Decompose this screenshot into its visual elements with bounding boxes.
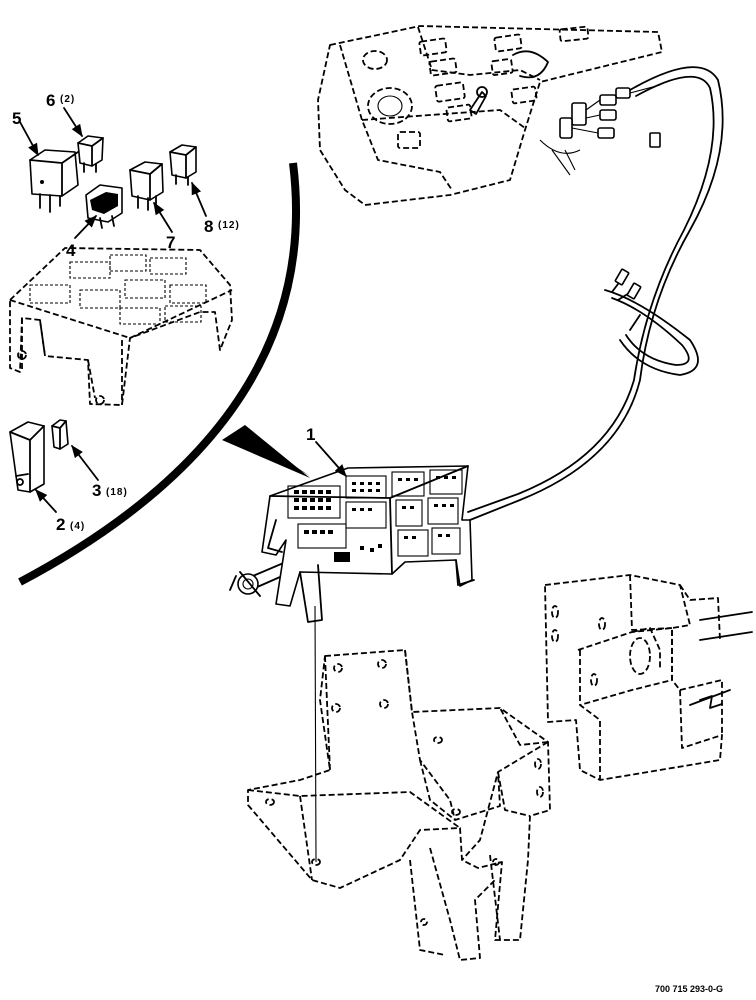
document-number: 700 715 293-0-G	[655, 984, 723, 994]
svg-text:(18): (18)	[106, 487, 128, 498]
svg-text:4: 4	[66, 241, 76, 260]
callout-5: 5	[12, 109, 21, 128]
svg-text:7: 7	[166, 233, 175, 252]
relay-5	[29, 149, 79, 213]
callout-6: 6 (2)	[46, 91, 75, 110]
detail-arc	[18, 162, 310, 586]
svg-text:(4): (4)	[70, 521, 85, 532]
callout-4: 4	[66, 241, 76, 260]
relay-8	[169, 144, 197, 186]
svg-text:1: 1	[306, 425, 315, 444]
callout-arrows	[19, 107, 347, 513]
svg-text:6: 6	[46, 91, 55, 110]
frame-mounting-bracket	[247, 574, 753, 961]
svg-text:3: 3	[92, 481, 101, 500]
fuse-holder-2	[9, 421, 45, 493]
detail-fuse-panel	[9, 247, 233, 406]
callout-2: 2 (4)	[56, 515, 85, 534]
svg-text:8: 8	[204, 217, 213, 236]
wiring-harness-cable	[229, 66, 724, 597]
relay-3-fuse	[51, 419, 69, 450]
svg-text:5: 5	[12, 109, 21, 128]
callout-7: 7	[166, 233, 175, 252]
svg-text:2: 2	[56, 515, 65, 534]
control-console	[317, 25, 663, 206]
callout-3: 3 (18)	[92, 481, 128, 500]
fuse-relay-panel	[261, 465, 475, 863]
relay-7	[129, 161, 164, 211]
svg-text:(2): (2)	[60, 94, 75, 105]
switch-4	[85, 184, 123, 229]
relay-6	[77, 135, 104, 173]
callout-1: 1	[306, 425, 315, 444]
svg-text:(12): (12)	[218, 220, 240, 231]
callout-8: 8 (12)	[204, 217, 240, 236]
